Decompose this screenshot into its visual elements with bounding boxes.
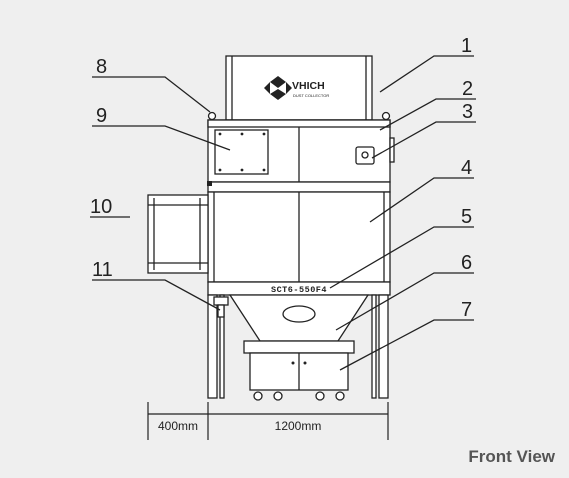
leader-3 (371, 121, 476, 159)
leader-1 (379, 55, 474, 93)
valve-stem (217, 304, 225, 318)
lifting-eye-left (207, 111, 217, 121)
view-caption: Front View (468, 447, 555, 466)
leader-6 (335, 272, 474, 331)
leader-11 (92, 279, 221, 311)
wheel-4 (335, 391, 345, 401)
logo-mark (286, 82, 292, 94)
brand-tagline: DUST COLLECTOR (293, 93, 329, 98)
sensor (207, 181, 212, 186)
bolt (240, 132, 244, 136)
callout-9: 9 (96, 105, 107, 127)
wheel-3 (315, 391, 325, 401)
leg-right-inner (371, 294, 377, 399)
control-knob (361, 151, 369, 159)
logo-mark (270, 76, 286, 88)
callout-4: 4 (461, 157, 472, 179)
callout-8: 8 (96, 56, 107, 78)
access-panel (214, 129, 269, 175)
dim-left-label: 400mm (158, 419, 198, 433)
callout-6: 6 (461, 252, 472, 274)
mid-band (207, 181, 391, 193)
hopper-window (282, 305, 316, 323)
top-hood (225, 55, 373, 121)
callout-5: 5 (461, 206, 472, 228)
lifting-eye-right (381, 111, 391, 121)
cart-latch (291, 361, 295, 365)
wheel-1 (253, 391, 263, 401)
leader-7 (339, 319, 474, 371)
leader-8 (92, 76, 211, 113)
logo-mark (264, 82, 270, 94)
brand-logo: VHICH DUST COLLECTOR (264, 76, 329, 100)
side-inlet (147, 194, 209, 274)
callout-10: 10 (90, 196, 112, 218)
bolt (240, 168, 244, 172)
callout-11: 11 (92, 259, 113, 281)
leader-2 (379, 98, 476, 131)
leader-5 (329, 226, 474, 289)
cart-lid (243, 340, 355, 354)
leg-left-outer (207, 294, 218, 399)
dim-main-label: 1200mm (275, 419, 322, 433)
logo-mark (270, 89, 286, 100)
leader-4 (369, 177, 474, 223)
cart-latch (303, 361, 307, 365)
model-plate: SCT6-550F4 (271, 285, 327, 295)
bolt (218, 132, 222, 136)
leg-left-inner (219, 294, 225, 399)
leader-9 (92, 125, 231, 151)
upper-cabinet-rail (207, 119, 391, 128)
bolt (262, 132, 266, 136)
bolt (218, 168, 222, 172)
callout-3: 3 (462, 101, 473, 123)
callout-2: 2 (462, 78, 473, 100)
bolt (262, 168, 266, 172)
valve-body (213, 296, 229, 306)
wheel-2 (273, 391, 283, 401)
callout-1: 1 (461, 35, 472, 57)
side-handle (389, 137, 395, 163)
callout-7: 7 (461, 299, 472, 321)
brand-name: VHICH (292, 80, 325, 92)
